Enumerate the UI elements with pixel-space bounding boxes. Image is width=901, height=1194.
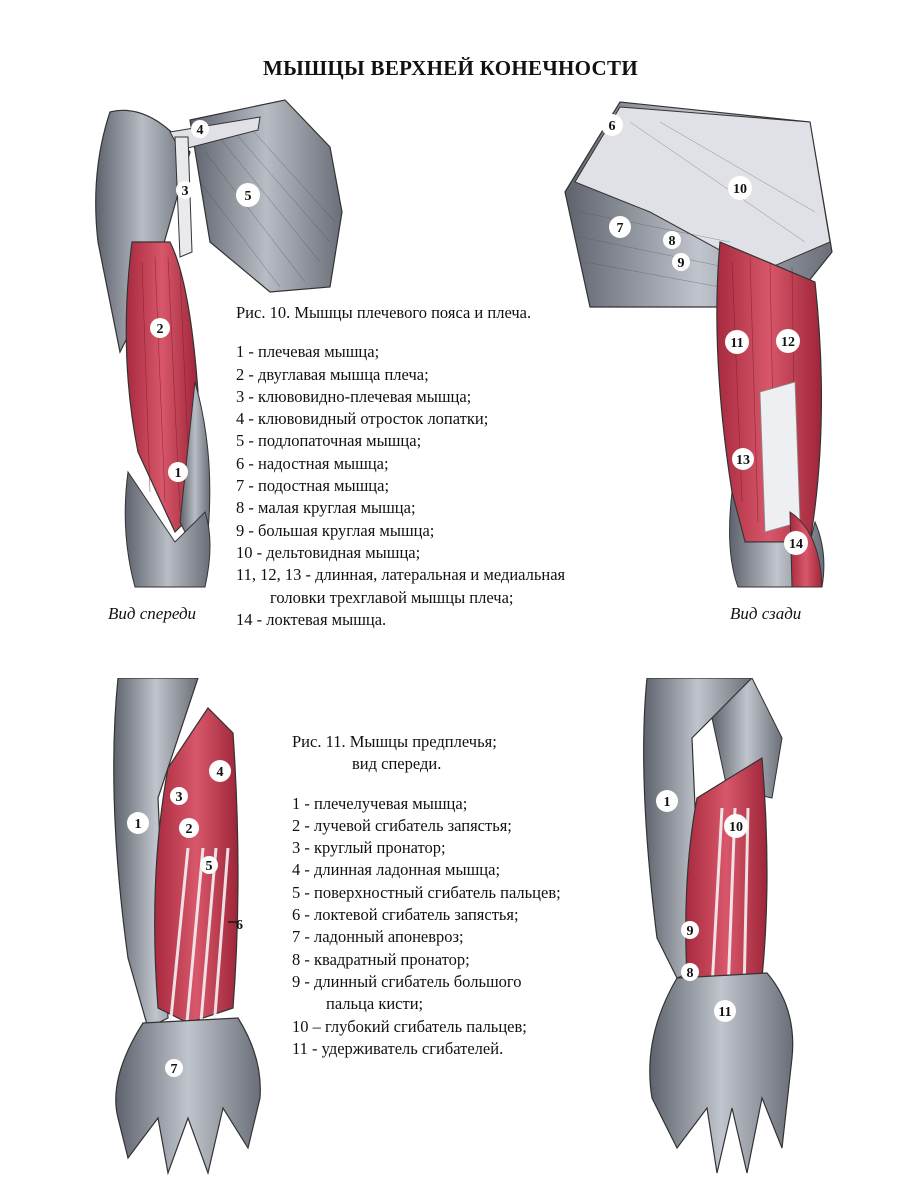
back-label-6: 6 (609, 119, 616, 134)
legend-item: 4 - длинная ладонная мышца; (292, 860, 501, 880)
back-label-12: 12 (781, 335, 795, 350)
front-label-1: 1 (175, 466, 182, 481)
legend-item: 6 - локтевой сгибатель запястья; (292, 905, 519, 925)
legend-item: 5 - поверхностный сгибатель пальцев; (292, 882, 561, 902)
legend-item: 8 - малая круглая мышца; (236, 498, 416, 518)
legend-item: головки трехглавой мышцы плеча; (270, 587, 514, 607)
legend-item: 3 - круглый пронатор; (292, 838, 446, 858)
legend-item: 4 - клювовидный отросток лопатки; (236, 409, 489, 429)
legend-item: 10 - дельтовидная мышца; (236, 542, 421, 562)
back-label-14: 14 (789, 537, 803, 552)
arm-back-illustration: 6 7 8 9 10 11 12 13 14 (564, 101, 833, 588)
view-front-label: Вид спереди (108, 604, 197, 623)
legend-item: 1 - плечелучевая мышца; (292, 793, 468, 813)
forearm-front-label-3: 3 (176, 790, 183, 805)
front-label-4: 4 (197, 123, 204, 138)
legend-item: 8 - квадратный пронатор; (292, 949, 470, 969)
forearm-front-label-6: 6 (236, 918, 243, 933)
forearm-front-label-4: 4 (217, 765, 224, 780)
view-back-label: Вид сзади (730, 604, 802, 623)
legend-item: 11, 12, 13 - длинная, латеральная и меди… (236, 565, 566, 585)
front-label-5: 5 (245, 189, 252, 204)
back-label-9: 9 (678, 256, 685, 271)
legend-item: 2 - двуглавая мышца плеча; (236, 364, 429, 384)
fig10-caption-block: Рис. 10. Мышцы плечевого пояса и плеча. … (236, 302, 565, 631)
legend-item: 10 – глубокий сгибатель пальцев; (292, 1016, 527, 1036)
forearm-front-label-5: 5 (206, 859, 213, 874)
back-label-8: 8 (669, 234, 676, 249)
biceps-shape (125, 241, 199, 534)
legend-item: 14 - локтевая мышца. (236, 609, 387, 629)
legend-item: 11 - удерживатель сгибателей. (292, 1038, 504, 1058)
legend-item: 6 - надостная мышца; (236, 453, 389, 473)
back-label-13: 13 (736, 453, 750, 468)
arm-front-illustration: 1 2 3 4 5 (95, 99, 343, 588)
page-title: МЫШЦЫ ВЕРХНЕЙ КОНЕЧНОСТИ (263, 56, 638, 80)
legend-item: 2 - лучевой сгибатель запястья; (292, 815, 512, 835)
legend-item: 1 - плечевая мышца; (236, 342, 380, 362)
legend-item: 5 - подлопаточная мышца; (236, 431, 422, 451)
forearm-deep-label-1: 1 (664, 795, 671, 810)
back-label-11: 11 (730, 336, 743, 351)
forearm-deep-label-8: 8 (687, 966, 694, 981)
fig11-caption-line1: Рис. 11. Мышцы предплечья; (292, 732, 497, 751)
back-label-7: 7 (617, 221, 624, 236)
legend-item: 7 - ладонный апоневроз; (292, 927, 464, 947)
legend-item: 9 - большая круглая мышца; (236, 520, 435, 540)
legend-item: 3 - клювовидно-плечевая мышца; (236, 386, 472, 406)
fig10-caption: Рис. 10. Мышцы плечевого пояса и плеча. (236, 303, 532, 322)
back-label-10: 10 (733, 182, 747, 197)
legend-item: пальца кисти; (326, 994, 424, 1014)
front-label-2: 2 (157, 322, 164, 337)
forearm-front-label-2: 2 (186, 822, 193, 837)
forearm-front-label-1: 1 (135, 817, 142, 832)
forearm-front-label-7: 7 (171, 1062, 178, 1077)
fig11-caption-line2: вид спереди. (352, 754, 442, 774)
fig11-caption-block: Рис. 11. Мышцы предплечья; вид спереди. … (292, 731, 561, 1060)
forearm-deep-label-10: 10 (729, 820, 743, 835)
forearm-deep-label-11: 11 (718, 1005, 731, 1020)
legend-item: 9 - длинный сгибатель большого (292, 971, 522, 991)
forearm-deep-illustration: 1 8 9 10 11 (643, 678, 794, 1174)
forearm-front-illustration: 1 2 3 4 5 6 7 (113, 678, 261, 1176)
front-label-3: 3 (182, 184, 189, 199)
legend-item: 7 - подостная мышца; (236, 476, 390, 496)
forearm-deep-label-9: 9 (687, 924, 694, 939)
